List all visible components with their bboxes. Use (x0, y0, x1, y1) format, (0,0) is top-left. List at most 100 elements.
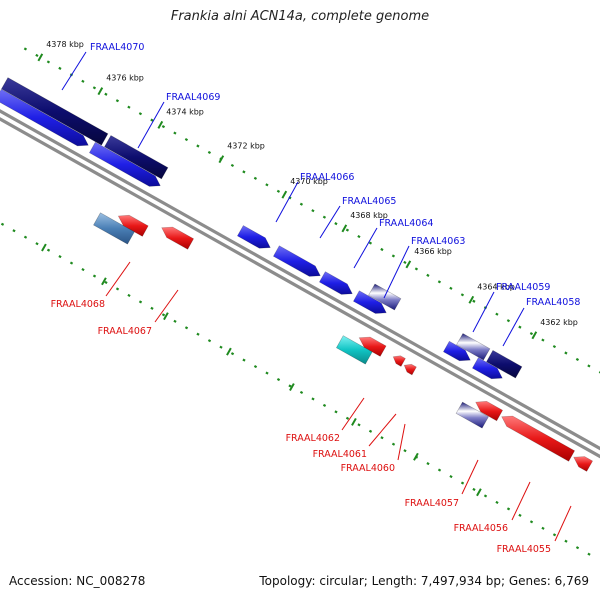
reverse-tick-dot (115, 287, 120, 291)
forward-tick-dot (196, 144, 200, 148)
reverse-tick-dot (334, 410, 338, 414)
gene-label-fraal4065: FRAAL4065 (342, 196, 396, 207)
reverse-tick-dot (495, 500, 499, 504)
forward-tick-dot (368, 241, 373, 245)
reverse-tick-dot (322, 403, 327, 407)
reverse-tick-dot (506, 507, 511, 511)
reverse-tick-dot (403, 449, 407, 453)
reverse-tick-dot (207, 339, 212, 343)
reverse-tick-dot (46, 248, 51, 252)
reverse-tick-dot (529, 520, 534, 524)
gene-label-fraal4056: FRAAL4056 (454, 523, 508, 534)
forward-tick-dot (587, 364, 591, 368)
features-layer (0, 77, 594, 472)
reverse-tick-dot (460, 481, 465, 485)
gene-leader-line (61, 51, 87, 91)
reverse-cds-arrow (475, 400, 504, 422)
reverse-tick-dot (150, 306, 154, 310)
reverse-tick-dot (219, 345, 223, 349)
forward-tick-dot (529, 332, 534, 336)
forward-tick-dot (380, 247, 384, 252)
kbp-tick-label: 4368 kbp (350, 211, 388, 220)
gene-leader-line (154, 289, 179, 323)
forward-tick-dot (299, 202, 304, 206)
gene-leader-line (341, 397, 365, 431)
forward-cds-arrow (471, 357, 503, 380)
reverse-cds-arrow (161, 226, 195, 250)
operon-block (456, 333, 491, 361)
kbp-tick-mark (97, 87, 104, 96)
reverse-tick-dot (184, 326, 189, 330)
gene-label-fraal4055: FRAAL4055 (497, 544, 551, 555)
kbp-tick-label: 4372 kbp (227, 142, 265, 151)
forward-tick-dot (472, 299, 476, 303)
kbp-tick-label: 4374 kbp (166, 107, 204, 116)
kbp-tick-mark (218, 155, 225, 164)
gene-leader-line (105, 261, 131, 297)
forward-tick-dot (46, 60, 51, 64)
forward-tick-dot (575, 357, 580, 362)
gene-label-fraal4069: FRAAL4069 (166, 92, 220, 103)
reverse-tick-dot (541, 526, 545, 530)
reverse-tick-dot (437, 468, 442, 472)
forward-tick-dot (127, 105, 131, 109)
reverse-tick-dot (518, 513, 522, 517)
forward-tick-dot (541, 338, 545, 342)
forward-tick-dot (437, 280, 442, 284)
forward-tick-dot (58, 66, 62, 70)
gene-label-fraal4067: FRAAL4067 (98, 326, 152, 337)
forward-cds-arrow (352, 290, 387, 314)
reverse-tick-dot (345, 416, 350, 420)
reverse-tick-dot (311, 397, 315, 401)
genome-summary-text: Topology: circular; Length: 7,497,934 bp… (259, 574, 589, 588)
forward-cds-arrow (236, 225, 271, 249)
reverse-tick-dot (12, 229, 16, 233)
forward-tick-dot (414, 267, 419, 271)
forward-tick-dot (115, 99, 120, 103)
kbp-tick-label: 4370 kbp (290, 177, 328, 186)
gene-label-fraal4061: FRAAL4061 (313, 449, 367, 460)
reverse-tick-dot (391, 442, 396, 446)
kbp-tick-mark (157, 120, 164, 129)
reverse-feature-block (93, 212, 135, 245)
kbp-tick-mark (531, 331, 538, 340)
forward-tick-dot (403, 260, 407, 265)
gene-leader-line (137, 101, 165, 149)
reverse-tick-dot (299, 390, 304, 395)
reverse-major-tick (226, 347, 232, 356)
forward-tick-dot (242, 170, 246, 174)
kbp-tick-mark (37, 53, 44, 62)
reverse-tick-dot (426, 462, 430, 466)
kbp-tick-label: 4376 kbp (106, 74, 144, 83)
reverse-tick-dot (127, 293, 131, 297)
reverse-major-tick (289, 383, 295, 392)
forward-tick-dot (173, 131, 177, 135)
reverse-feature-block (455, 401, 489, 429)
reverse-tick-dot (23, 235, 28, 239)
reverse-tick-dot (58, 255, 62, 259)
reverse-tick-dot (288, 384, 292, 388)
operon-block (486, 349, 523, 379)
forward-tick-dot (207, 150, 212, 155)
forward-tick-dot (311, 209, 315, 213)
forward-tick-dot (357, 234, 361, 239)
gene-leader-line (554, 505, 572, 542)
reverse-major-tick (351, 417, 357, 426)
gene-leader-line (502, 307, 525, 347)
kbp-tick-label: 4364 kbp (477, 282, 515, 291)
reverse-tick-dot (0, 222, 5, 226)
kbp-tick-label: 4362 kbp (540, 318, 578, 327)
operon-block (104, 135, 169, 180)
gene-label-fraal4060: FRAAL4060 (341, 463, 395, 474)
forward-tick-dot (184, 137, 189, 142)
forward-tick-dot (460, 293, 465, 297)
reverse-tick-dot (483, 494, 488, 498)
gene-leader-line (275, 181, 299, 223)
reverse-cds-arrow (392, 355, 406, 367)
tick-dots-layer (0, 47, 600, 556)
reverse-tick-dot (276, 377, 281, 382)
forward-tick-dot (35, 53, 39, 58)
reverse-tick-dot (357, 423, 361, 427)
forward-tick-dot (161, 125, 166, 129)
